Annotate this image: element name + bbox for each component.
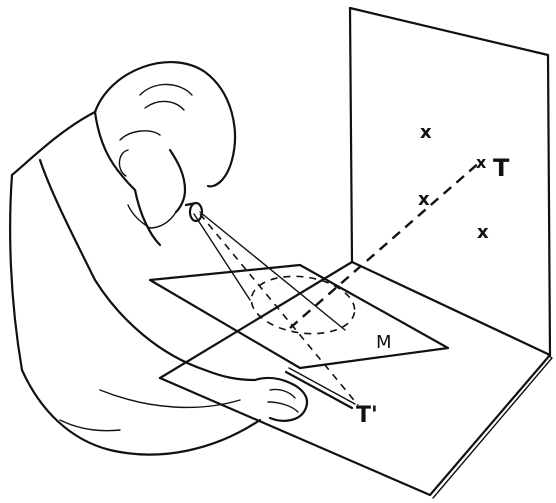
mirror-plate (150, 265, 448, 368)
cross-mark: x (477, 222, 489, 243)
cross-mark: x (420, 122, 432, 143)
label-mirror: M (376, 332, 392, 353)
cross-mark: x (476, 153, 487, 172)
label-target: T (493, 154, 510, 182)
label-projection: T' (356, 403, 378, 428)
projected-circle (248, 270, 359, 340)
cross-mark: x (418, 189, 430, 210)
sight-line-to-target (290, 162, 480, 328)
person-figure (10, 62, 355, 455)
vertical-board (350, 8, 550, 355)
